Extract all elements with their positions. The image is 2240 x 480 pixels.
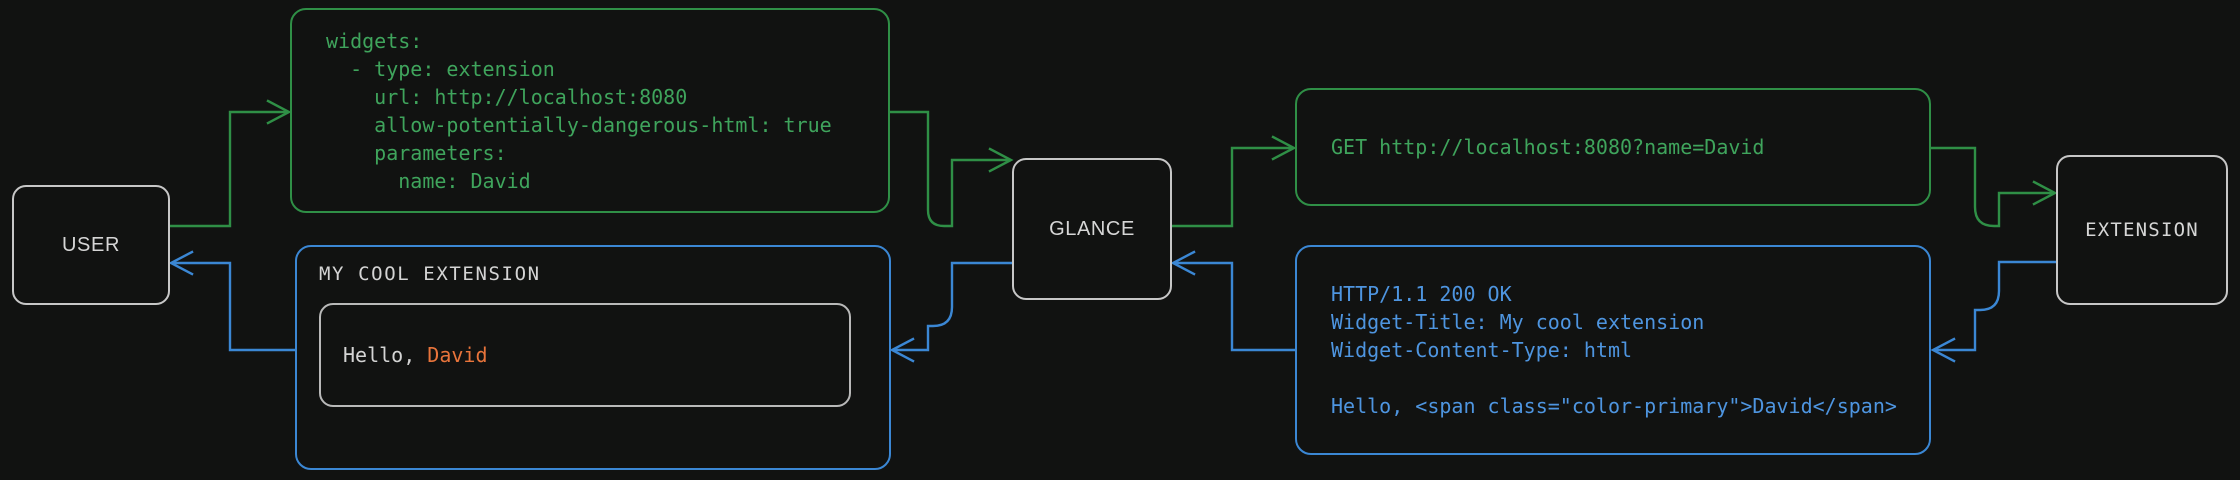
- wire-response-to-glance: [1170, 250, 1297, 352]
- widget-content-area: Hello, David: [319, 303, 851, 407]
- yaml-config-text: widgets: - type: extension url: http://l…: [326, 28, 832, 193]
- node-user-label: USER: [62, 233, 120, 256]
- node-user[interactable]: USER: [12, 185, 170, 305]
- node-extension-label: EXTENSION: [2085, 219, 2199, 241]
- widget-greeting: Hello, David: [343, 343, 488, 367]
- message-http-request: GET http://localhost:8080?name=David: [1295, 88, 1931, 206]
- widget-greeting-name: David: [427, 343, 488, 367]
- http-request-text: GET http://localhost:8080?name=David: [1331, 135, 1765, 159]
- node-glance[interactable]: GLANCE: [1012, 158, 1172, 300]
- message-yaml-config: widgets: - type: extension url: http://l…: [290, 8, 890, 213]
- node-glance-label: GLANCE: [1049, 217, 1135, 240]
- node-extension[interactable]: EXTENSION: [2056, 155, 2228, 305]
- wire-user-to-config: [168, 99, 292, 228]
- message-http-response: HTTP/1.1 200 OK Widget-Title: My cool ex…: [1295, 245, 1931, 455]
- http-response-text: HTTP/1.1 200 OK Widget-Title: My cool ex…: [1331, 282, 1897, 418]
- wire-glance-to-request: [1170, 135, 1297, 228]
- widget-greeting-prefix: Hello,: [343, 343, 428, 367]
- wire-request-to-extension: [1929, 146, 2058, 228]
- wire-extension-to-response: [1930, 260, 2058, 363]
- widget-title: MY COOL EXTENSION: [319, 263, 541, 285]
- rendered-widget-panel: MY COOL EXTENSION Hello, David: [295, 245, 891, 470]
- wire-config-to-glance: [888, 110, 1014, 228]
- wire-widget-to-user: [168, 250, 297, 352]
- wire-glance-to-widget: [889, 261, 1014, 363]
